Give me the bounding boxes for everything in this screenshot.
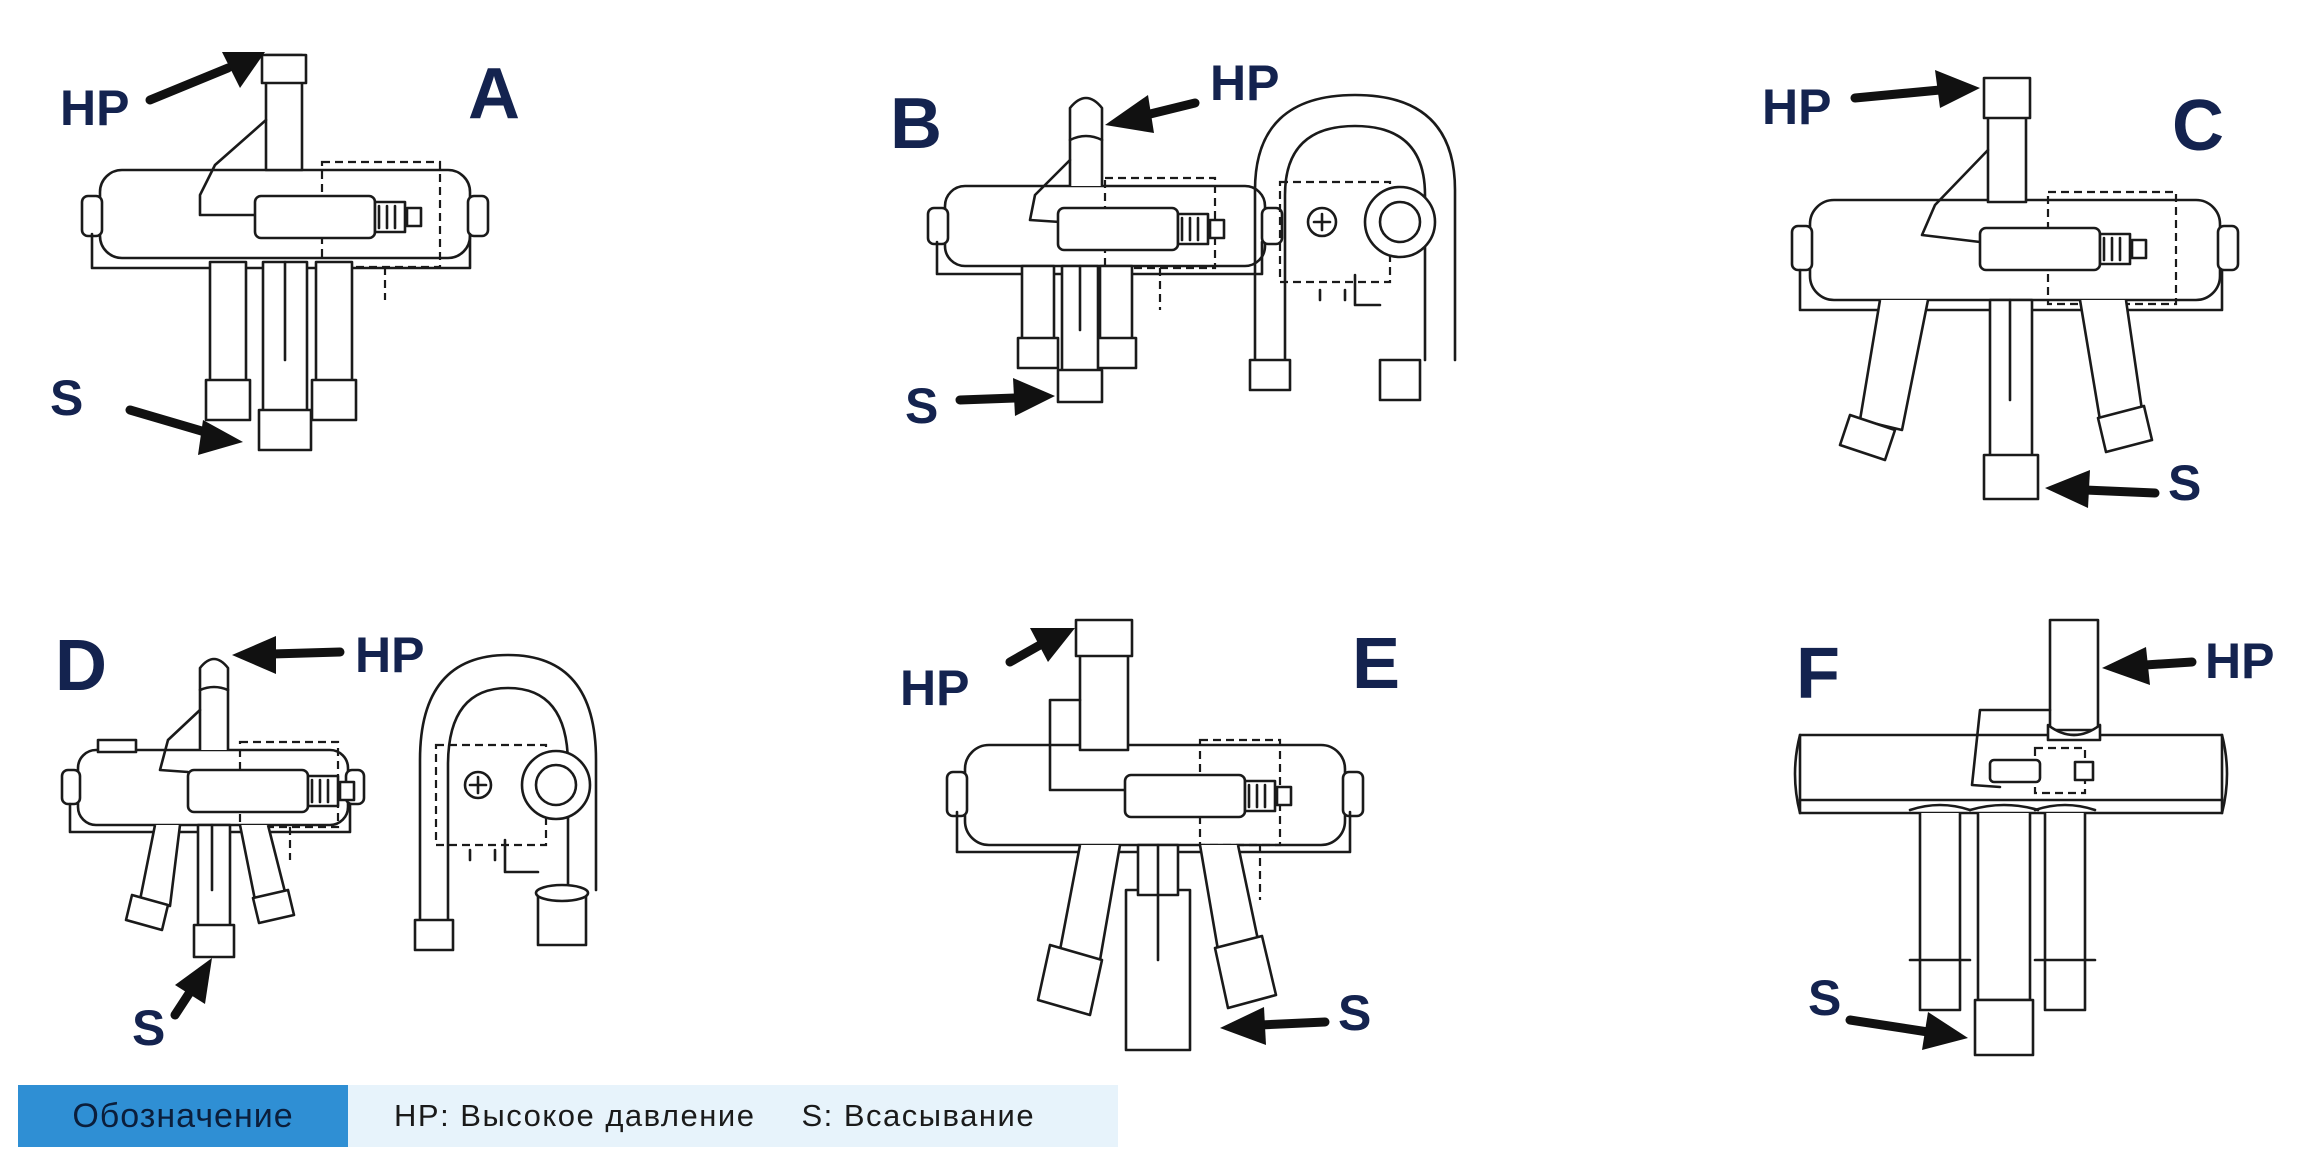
variant-b-s-label: S <box>905 378 938 434</box>
variant-e-hp-label: HP <box>900 660 969 716</box>
variant-a-hp-arrow <box>145 52 265 105</box>
variant-d <box>60 653 598 959</box>
variant-f <box>1793 618 2229 1057</box>
variant-d-letter: D <box>55 626 107 706</box>
variant-f-letter: F <box>1796 634 1840 714</box>
variant-f-hp-label: HP <box>2205 633 2274 689</box>
variant-d-s-label: S <box>132 1000 165 1056</box>
variant-b-letter: B <box>890 84 942 164</box>
variant-e-s-arrow <box>1220 1007 1330 1045</box>
variant-c-letter: C <box>2172 86 2224 166</box>
variant-e <box>945 618 1365 1052</box>
variant-d-s-arrow <box>170 958 212 1020</box>
variant-f-hp-arrow <box>2102 647 2197 685</box>
variant-e-hp-arrow <box>1005 628 1075 667</box>
legend-s-text: S: Всасывание <box>801 1098 1036 1133</box>
variant-a-hp-label: HP <box>60 80 129 136</box>
variant-c-hp-arrow <box>1850 70 1980 108</box>
variant-b-s-arrow <box>955 378 1055 416</box>
variant-b-hp-arrow <box>1105 95 1200 133</box>
variant-d-hp-arrow <box>232 636 345 674</box>
legend-bar: Обозначение HP: Высокое давление S: Всас… <box>18 1085 1118 1147</box>
variant-e-s-label: S <box>1338 985 1371 1041</box>
legend-title: Обозначение <box>18 1085 348 1147</box>
variant-f-s-arrow <box>1845 1012 1968 1050</box>
variant-a <box>80 53 490 452</box>
variant-c-s-arrow <box>2045 470 2160 508</box>
variant-a-s-arrow <box>125 405 243 455</box>
variant-f-s-label: S <box>1808 970 1841 1026</box>
variant-b <box>926 93 1457 404</box>
variant-b-hp-label: HP <box>1210 55 1279 111</box>
variant-e-letter: E <box>1352 624 1400 704</box>
variant-d-hp-label: HP <box>355 627 424 683</box>
variant-c-s-label: S <box>2168 455 2201 511</box>
variant-a-s-label: S <box>50 370 83 426</box>
variant-c <box>1790 76 2240 501</box>
legend-hp-text: HP: Высокое давление <box>394 1098 756 1133</box>
variant-a-letter: A <box>468 54 520 134</box>
variant-c-hp-label: HP <box>1762 79 1831 135</box>
